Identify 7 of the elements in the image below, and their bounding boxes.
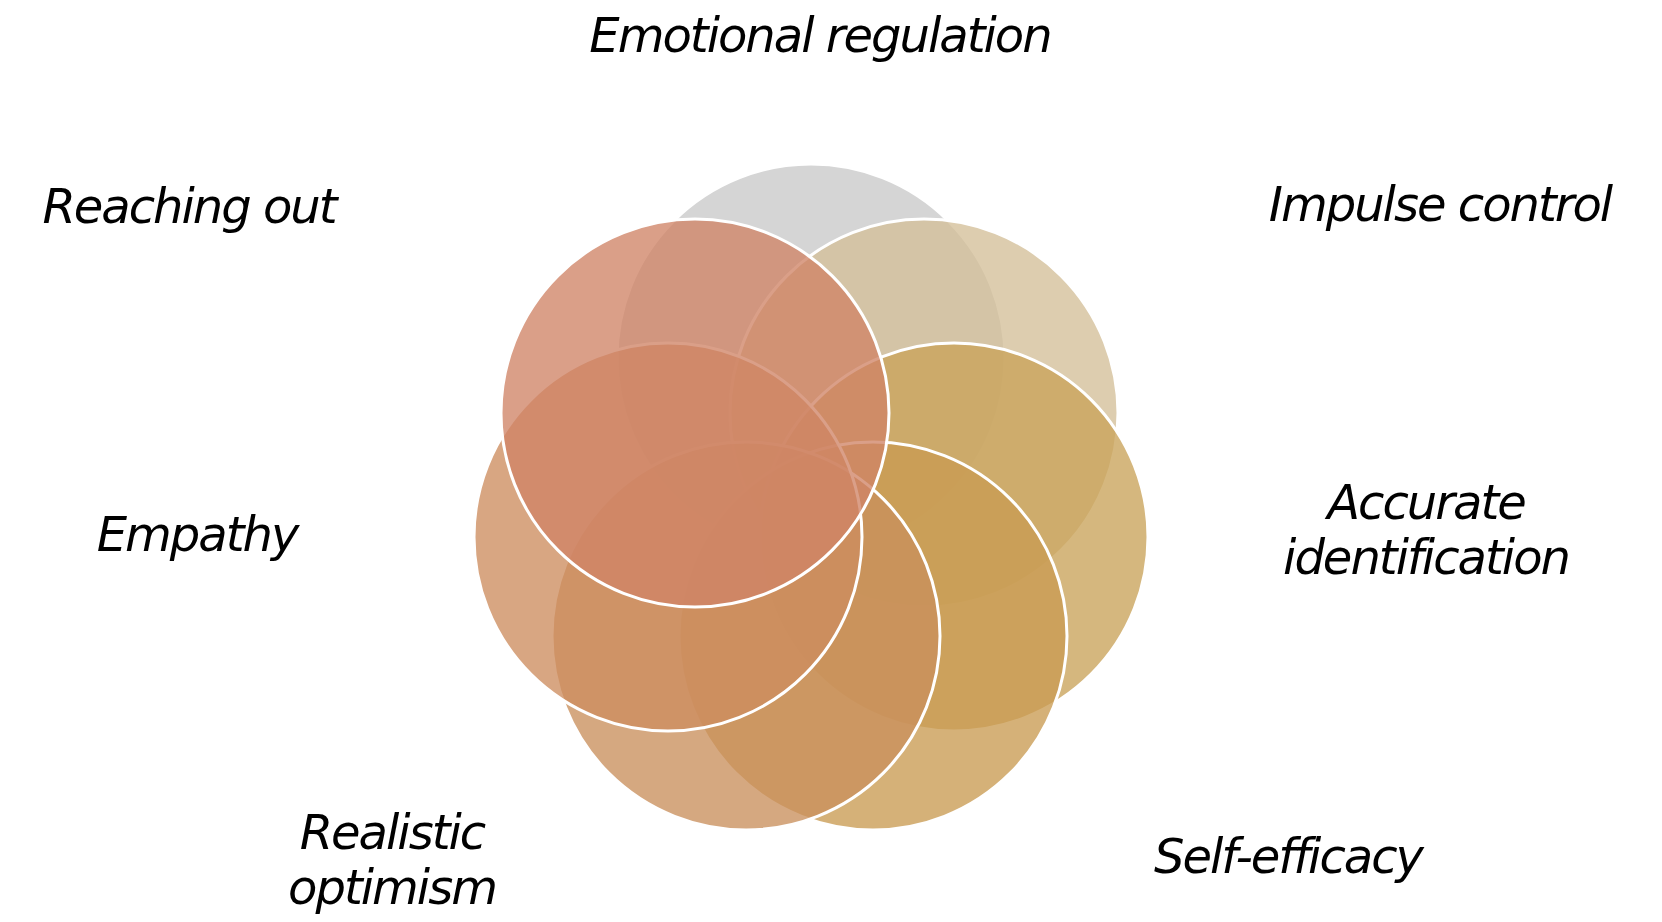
category-label: Accurate identification bbox=[1282, 474, 1570, 586]
category-label: Self-efficacy bbox=[1153, 829, 1425, 885]
category-label: Reaching out bbox=[0, 179, 379, 235]
category-label: Realistic optimism bbox=[287, 804, 497, 916]
category-label: Empathy bbox=[95, 507, 300, 563]
category-label: Emotional regulation bbox=[588, 8, 1052, 64]
category-label: Impulse control bbox=[1267, 177, 1613, 233]
